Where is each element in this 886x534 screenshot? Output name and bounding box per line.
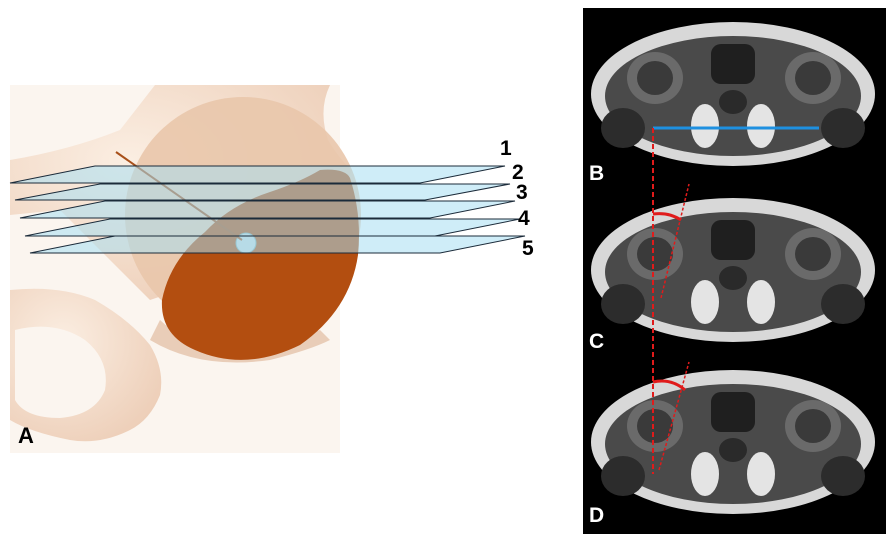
plane-label-4: 4 bbox=[518, 207, 530, 230]
panel-label-b: B bbox=[589, 162, 604, 185]
plane-label-1: 1 bbox=[500, 137, 512, 160]
mri-slice-b bbox=[591, 22, 875, 166]
plane-4 bbox=[25, 219, 520, 236]
plane-5 bbox=[30, 236, 525, 253]
mri-panel: B C D bbox=[583, 8, 886, 534]
plane-1 bbox=[10, 166, 505, 183]
mri-slice-c bbox=[591, 198, 875, 342]
plane-label-5: 5 bbox=[522, 237, 534, 260]
plane-label-3: 3 bbox=[516, 181, 528, 204]
plane-2 bbox=[15, 184, 510, 200]
panel-label-d: D bbox=[589, 504, 604, 527]
panel-label-c: C bbox=[589, 330, 604, 353]
panel-label-a: A bbox=[18, 423, 34, 448]
plane-3 bbox=[20, 201, 515, 218]
hip-joint-diagram: 1 2 3 4 5 A bbox=[0, 0, 570, 470]
mri-slice-d bbox=[591, 370, 875, 514]
